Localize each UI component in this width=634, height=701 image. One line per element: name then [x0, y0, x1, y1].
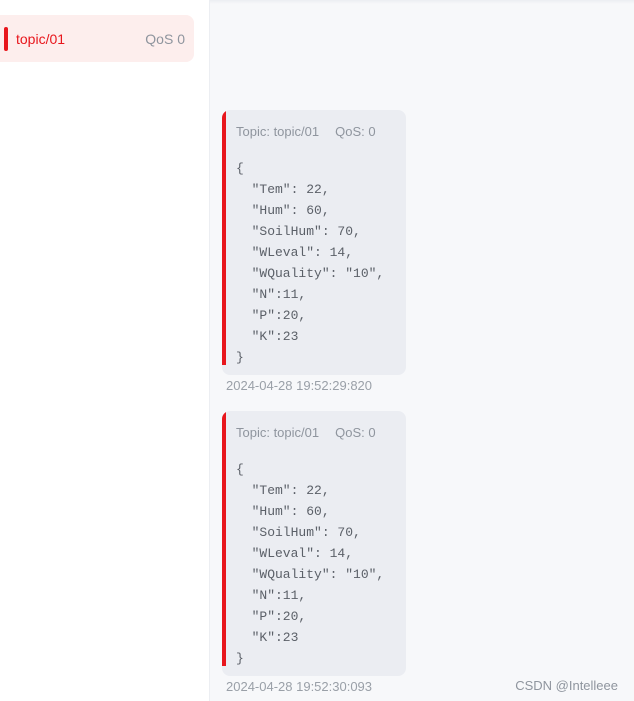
message-header: Topic: topic/01 QoS: 0 [236, 124, 376, 140]
message-topic: Topic: topic/01 [236, 124, 320, 139]
message-header: Topic: topic/01 QoS: 0 [236, 425, 376, 441]
message-color-bar [222, 411, 226, 666]
message-timestamp: 2024-04-28 19:52:29:820 [226, 378, 373, 393]
message-color-bar [222, 110, 226, 365]
subscription-topic: topic/01 [16, 31, 66, 47]
subscription-qos: QoS 0 [145, 31, 185, 47]
message-qos: QoS: 0 [335, 124, 376, 139]
message-bubble[interactable]: Topic: topic/01 QoS: 0 { "Tem": 22, "Hum"… [222, 411, 406, 676]
message-timestamp: 2024-04-28 19:52:30:093 [226, 679, 373, 694]
message-payload: { "Tem": 22, "Hum": 60, "SoilHum": 70, "… [236, 462, 385, 666]
message-qos: QoS: 0 [335, 425, 376, 440]
watermark: CSDN @Intelleee [515, 678, 618, 693]
message-payload: { "Tem": 22, "Hum": 60, "SoilHum": 70, "… [236, 161, 385, 365]
subscription-item-topic-01[interactable]: topic/01 QoS 0 [0, 15, 194, 62]
subscription-sidebar: topic/01 QoS 0 [0, 0, 210, 701]
subscription-color-bar [4, 27, 8, 51]
header-divider [210, 0, 634, 4]
message-bubble[interactable]: Topic: topic/01 QoS: 0 { "Tem": 22, "Hum"… [222, 110, 406, 375]
message-topic: Topic: topic/01 [236, 425, 320, 440]
